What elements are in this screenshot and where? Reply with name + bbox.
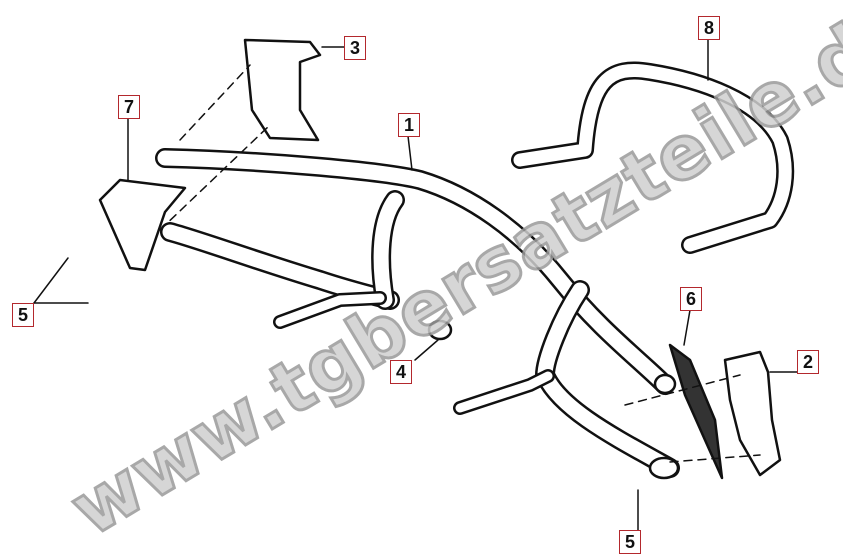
callout-7: 7: [118, 95, 140, 119]
part-1-main-frame: [155, 148, 680, 480]
part-6-plate: [668, 343, 724, 480]
callout-3: 3: [344, 36, 366, 60]
part-2-cover: [723, 350, 782, 477]
part-3-cover: [243, 38, 322, 142]
callout-8: 8: [698, 16, 720, 40]
callout-2: 2: [797, 350, 819, 374]
assembly-lines: [159, 64, 761, 463]
part-7-bracket: [98, 178, 187, 272]
callout-4: 4: [390, 360, 412, 384]
leader-lines: [33, 37, 798, 531]
callout-5-left: 5: [12, 303, 34, 327]
callout-1: 1: [398, 113, 420, 137]
part-8-rear-bar: [511, 61, 795, 254]
callout-6: 6: [680, 287, 702, 311]
part-4-cap: [427, 319, 453, 341]
callout-5-bottom: 5: [619, 530, 641, 554]
